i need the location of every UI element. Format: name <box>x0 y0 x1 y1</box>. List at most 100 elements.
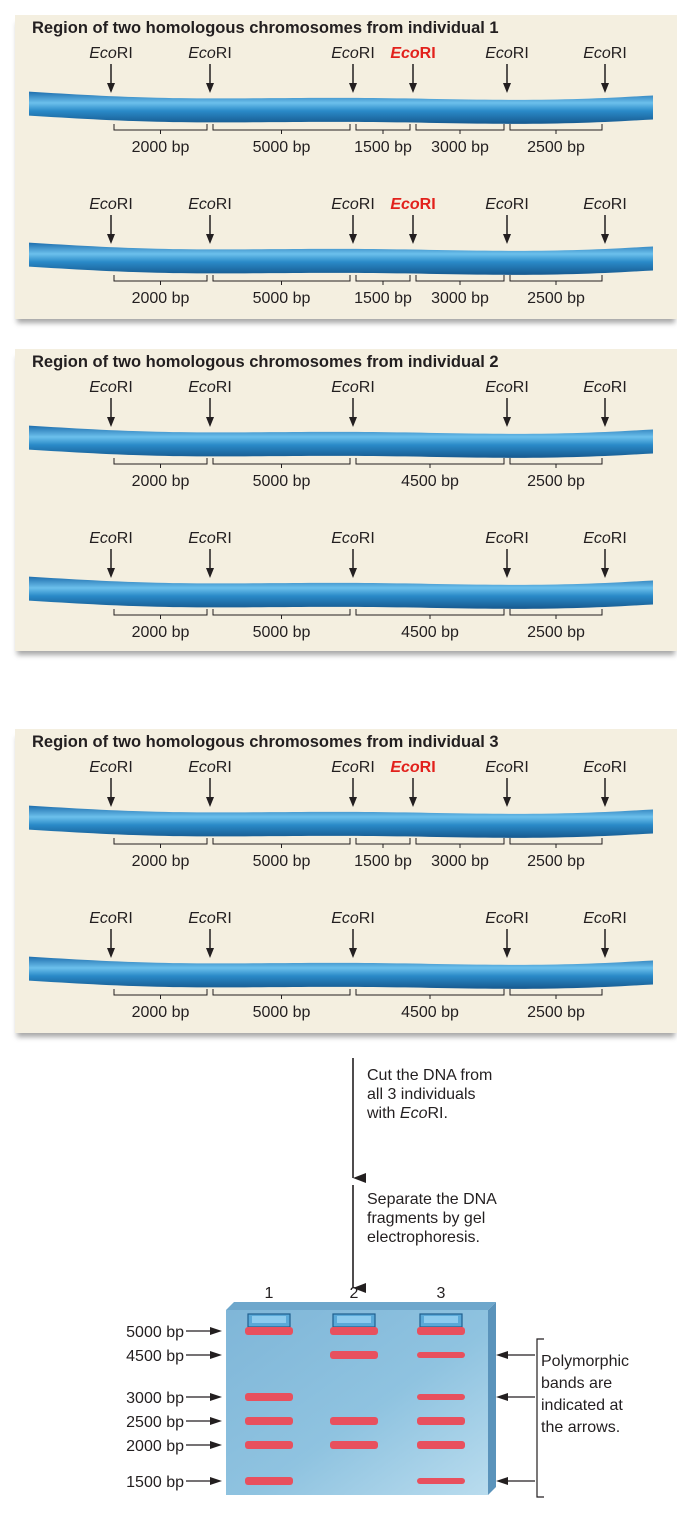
gel-band <box>417 1417 465 1425</box>
cut-site-arrowhead <box>503 797 511 807</box>
gel-band <box>417 1478 465 1484</box>
gel-band <box>330 1417 378 1425</box>
gel-slab <box>226 1310 488 1495</box>
cut-site-arrowhead <box>107 568 115 578</box>
fragment-size-label: 4500 bp <box>401 473 459 490</box>
size-marker-label: 5000 bp <box>126 1324 184 1341</box>
gel-band <box>417 1394 465 1400</box>
fragment-size-label: 1500 bp <box>354 853 412 870</box>
gel-band <box>417 1441 465 1449</box>
individual-1-chromosomes: EcoRI EcoRI EcoRI EcoRI EcoRI EcoRI 2000 bp 500… <box>29 45 653 307</box>
individual-2-panel: Region of two homologous chromosomes fro… <box>15 349 677 651</box>
polymorphic-arrowhead <box>496 1351 508 1359</box>
cut-site-arrowhead <box>409 797 417 807</box>
gel-band <box>417 1352 465 1358</box>
fragment-size-label: 2000 bp <box>132 139 190 156</box>
fragment-size-label: 2500 bp <box>527 290 585 307</box>
site-label: EcoRI <box>485 759 529 776</box>
gel-band <box>245 1417 293 1425</box>
site-label: EcoRI <box>331 196 375 213</box>
gel-band <box>330 1441 378 1449</box>
fragment-bracket <box>113 275 208 282</box>
chromosome-strand <box>29 91 653 124</box>
fragment-bracket <box>212 124 351 131</box>
fragment-bracket <box>509 458 603 465</box>
site-label: EcoRI <box>583 759 627 776</box>
fragment-size-label: 2500 bp <box>527 473 585 490</box>
size-marker-label: 4500 bp <box>126 1348 184 1365</box>
gel-well <box>247 1313 291 1328</box>
cut-site-arrowhead <box>349 234 357 244</box>
site-label: EcoRI <box>331 45 375 62</box>
fragment-size-label: 2500 bp <box>527 139 585 156</box>
fragment-bracket <box>509 275 603 282</box>
fragment-bracket <box>509 609 603 616</box>
chromosome-strand <box>29 425 653 458</box>
gel-band <box>245 1327 293 1335</box>
cut-site-arrowhead <box>349 948 357 958</box>
lane-number: 2 <box>350 1285 359 1302</box>
fragment-bracket <box>212 275 351 282</box>
site-label: EcoRI <box>485 45 529 62</box>
polymorphic-note-line: indicated at <box>541 1397 623 1414</box>
site-label: EcoRI <box>485 196 529 213</box>
site-label: EcoRI <box>583 196 627 213</box>
size-marker-arrowhead <box>210 1327 222 1335</box>
site-label: EcoRI <box>583 910 627 927</box>
caption-italic: Eco <box>399 1105 428 1122</box>
fragment-size-label: 2000 bp <box>132 853 190 870</box>
cut-site-arrowhead <box>601 417 609 427</box>
fragment-bracket <box>415 838 505 845</box>
cut-site-arrowhead <box>601 948 609 958</box>
fragment-bracket <box>415 275 505 282</box>
panel-title: Region of two homologous chromosomes fro… <box>32 19 499 37</box>
site-label: EcoRI <box>331 379 375 396</box>
fragment-size-label: 5000 bp <box>253 290 311 307</box>
panel-title: Region of two homologous chromosomes fro… <box>32 353 499 371</box>
gel-band <box>245 1477 293 1485</box>
gel-band <box>245 1393 293 1401</box>
polymorphic-site-label: EcoRI <box>390 759 435 776</box>
fragment-bracket <box>113 609 208 616</box>
cut-site-arrowhead <box>107 948 115 958</box>
site-label: EcoRI <box>188 759 232 776</box>
cut-site-arrowhead <box>206 234 214 244</box>
fragment-bracket <box>355 609 505 616</box>
cut-site-arrowhead <box>503 234 511 244</box>
fragment-bracket <box>212 838 351 845</box>
site-label: EcoRI <box>188 196 232 213</box>
separate-step-caption: Separate the DNA fragments by gel electr… <box>367 1190 497 1247</box>
caption-line: Cut the DNA from <box>367 1067 493 1084</box>
fragment-size-label: 4500 bp <box>401 624 459 641</box>
chromosome-strand <box>29 805 653 838</box>
caption-line: all 3 individuals <box>367 1086 476 1103</box>
panel-title: Region of two homologous chromosomes fro… <box>32 733 499 751</box>
polymorphic-bracket <box>536 1338 544 1498</box>
gel-well <box>419 1313 463 1328</box>
site-label: EcoRI <box>485 530 529 547</box>
cut-site-arrowhead <box>601 797 609 807</box>
gel-side-edge <box>488 1302 496 1495</box>
fragment-bracket <box>415 124 505 131</box>
fragment-size-label: 2000 bp <box>132 624 190 641</box>
cut-site-arrowhead <box>206 83 214 93</box>
fragment-size-label: 2000 bp <box>132 1004 190 1021</box>
lane-number: 3 <box>437 1285 446 1302</box>
gel-well-inner <box>252 1316 286 1323</box>
fragment-size-label: 5000 bp <box>253 139 311 156</box>
site-label: EcoRI <box>89 759 133 776</box>
caption-line: with EcoRI. <box>367 1104 492 1123</box>
chromosome-strand <box>29 576 653 609</box>
cut-site-arrowhead <box>601 234 609 244</box>
size-marker-label: 2500 bp <box>126 1414 184 1431</box>
fragment-bracket <box>355 458 505 465</box>
site-label: EcoRI <box>89 45 133 62</box>
cut-site-arrowhead <box>349 417 357 427</box>
polymorphic-note-line: Polymorphic <box>541 1353 629 1370</box>
size-marker-arrowhead <box>210 1351 222 1359</box>
